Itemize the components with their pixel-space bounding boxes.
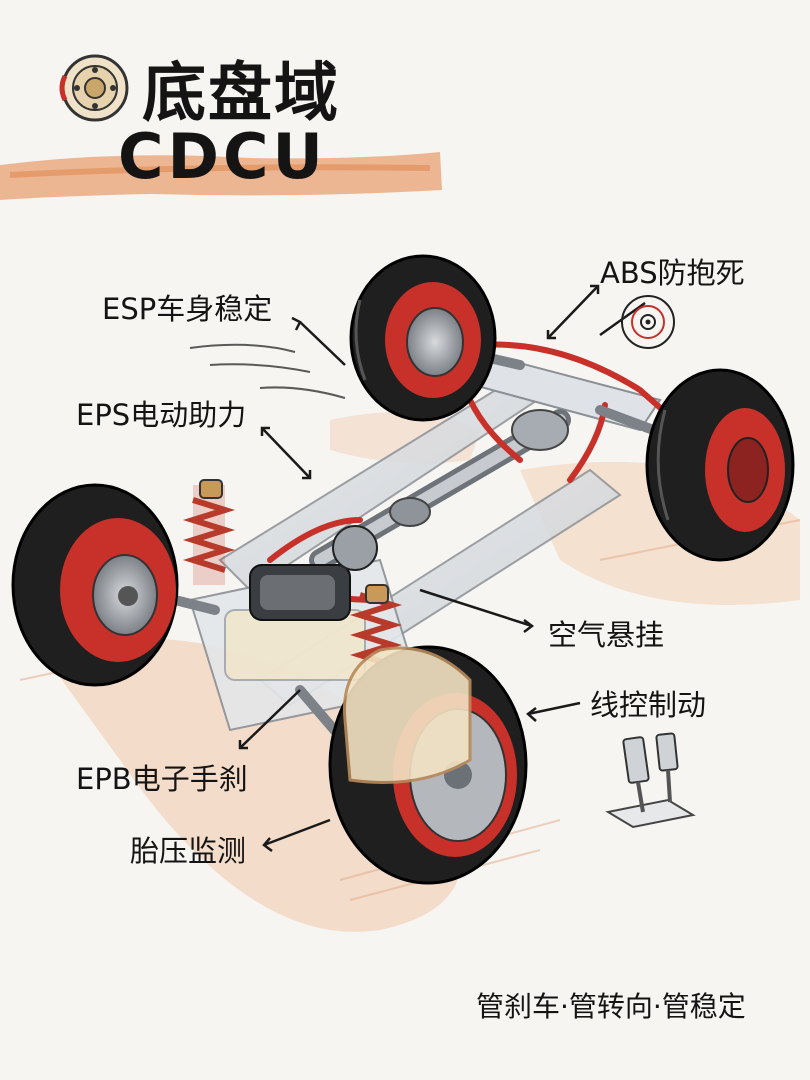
wheel-rear-right bbox=[645, 368, 795, 562]
air-spring-bellow bbox=[342, 646, 472, 784]
callout-arrows bbox=[238, 284, 646, 852]
gear-motor bbox=[249, 525, 378, 621]
label-esp: ESP车身稳定 bbox=[102, 292, 273, 326]
wheel-front-right bbox=[328, 645, 528, 885]
motion-lines bbox=[189, 343, 346, 399]
title-brush-stroke bbox=[0, 152, 442, 200]
label-epb: EPB电子手刹 bbox=[76, 762, 248, 796]
label-brake-by-wire: 线控制动 bbox=[590, 688, 707, 722]
page-subtitle: CDCU bbox=[118, 120, 327, 193]
page-title: 底盘域 bbox=[142, 56, 340, 131]
label-abs: ABS防抱死 bbox=[600, 256, 745, 290]
label-eps: EPS电动助力 bbox=[76, 398, 247, 432]
coil-springs bbox=[182, 479, 403, 668]
wheel-front-left bbox=[11, 483, 179, 687]
label-air-suspension: 空气悬挂 bbox=[548, 618, 665, 652]
abs-target-icon bbox=[621, 295, 675, 349]
wheel-rear-left bbox=[349, 254, 497, 422]
pedal-icon bbox=[605, 732, 696, 829]
brake-disc-icon bbox=[59, 54, 129, 122]
label-tpms: 胎压监测 bbox=[130, 834, 247, 868]
slogan: 管刹车·管转向·管稳定 bbox=[476, 990, 746, 1023]
